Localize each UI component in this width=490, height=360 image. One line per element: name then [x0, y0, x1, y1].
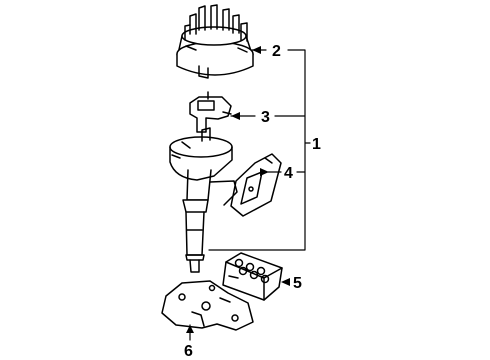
leader-1-bracket: [208, 49, 311, 251]
mounting-bracket: [161, 280, 254, 331]
callout-4: 4: [284, 165, 293, 182]
callout-5: 5: [293, 275, 302, 292]
arrow-4: [260, 168, 269, 176]
arrow-6: [186, 325, 194, 333]
arrowheads: [186, 46, 290, 333]
arrow-2: [252, 46, 261, 54]
ignition-module: [230, 153, 282, 217]
callout-1: 1: [312, 136, 321, 153]
callout-6: 6: [184, 343, 193, 360]
arrow-3: [231, 112, 240, 120]
arrow-5: [281, 278, 290, 286]
callout-2: 2: [272, 43, 281, 60]
coil-pack: [222, 252, 283, 301]
distributor-housing: [169, 127, 238, 273]
rotor: [189, 91, 232, 133]
callout-3: 3: [261, 109, 270, 126]
distributor-cap: [176, 4, 254, 79]
